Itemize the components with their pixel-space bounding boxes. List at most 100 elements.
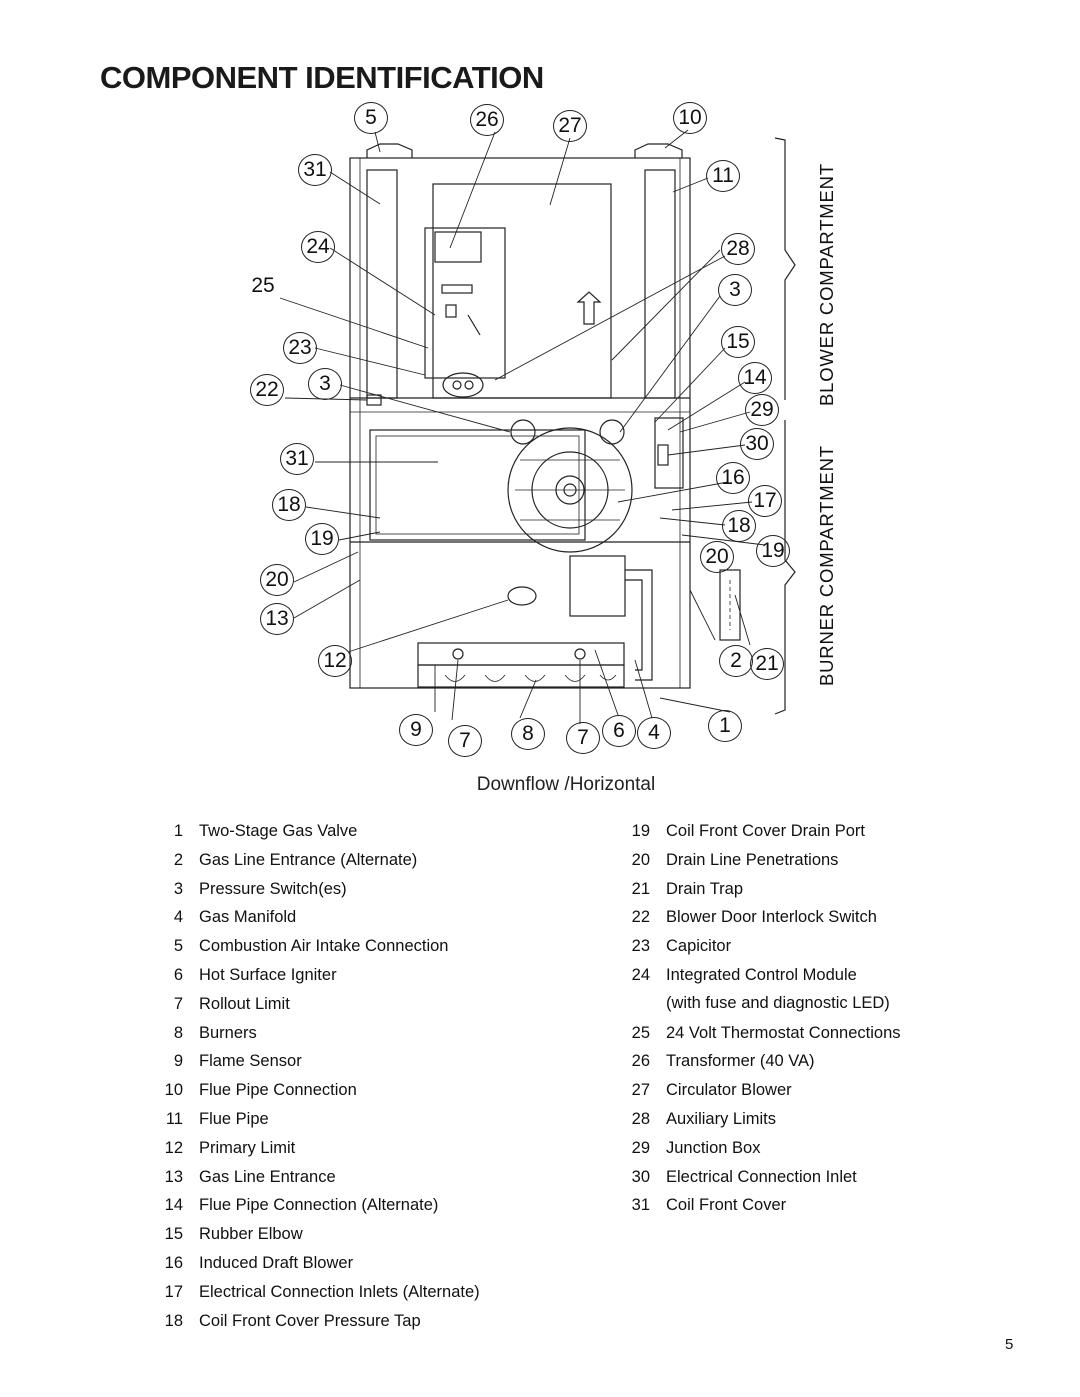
callout-10: 10 — [673, 102, 707, 134]
callout-14: 14 — [738, 362, 772, 394]
left-coil-cover — [366, 169, 398, 399]
page-number: 5 — [1005, 1336, 1014, 1353]
pressure-switch-left — [510, 419, 536, 445]
intake-connection — [366, 143, 413, 158]
control-module — [424, 227, 506, 379]
callout-2: 2 — [719, 645, 753, 677]
blower-bracket — [774, 137, 796, 400]
burners — [417, 664, 625, 688]
callout-30: 30 — [740, 428, 774, 460]
callout-26: 26 — [470, 104, 504, 136]
callout-24: 24 — [301, 231, 335, 263]
callout-29: 29 — [745, 394, 779, 426]
gas-valve — [569, 555, 626, 617]
callout-7: 7 — [448, 725, 482, 757]
furnace-diagram: 5 26 27 10 31 11 24 28 25 3 23 15 3 22 1… — [240, 100, 840, 760]
callout-13: 13 — [260, 603, 294, 635]
callout-1: 1 — [708, 710, 742, 742]
callout-18b: 18 — [722, 510, 756, 542]
callout-11: 11 — [706, 160, 740, 192]
callout-8: 8 — [511, 718, 545, 750]
caption-text: Downflow /Horizontal — [476, 774, 656, 795]
furnace-drawing — [279, 129, 796, 724]
drain-trap — [719, 569, 741, 641]
coil-front-cover — [369, 429, 586, 541]
pressure-switch-right — [599, 419, 625, 445]
diagram-caption: Downflow /Horizontal — [0, 774, 1080, 796]
flue-connection — [634, 143, 683, 158]
callout-20: 20 — [700, 541, 734, 573]
page-title: COMPONENT IDENTIFICATION — [100, 60, 544, 95]
airflow-arrow — [576, 291, 602, 325]
legend-sub-text: (with fuse and diagnostic LED) — [666, 993, 890, 1012]
blower-compartment-label: BLOWER COMPARTMENT — [816, 163, 837, 406]
callout-19: 19 — [305, 523, 339, 555]
callout-12: 12 — [318, 645, 352, 677]
callout-27: 27 — [553, 110, 587, 142]
burner-compartment-label: BURNER COMPARTMENT — [816, 445, 837, 686]
cabinet-outline — [349, 157, 691, 689]
callout-21: 21 — [750, 648, 784, 680]
callout-17: 17 — [748, 485, 782, 517]
callout-15: 15 — [721, 326, 755, 358]
callout-7b: 7 — [566, 722, 600, 754]
callout-31b: 31 — [280, 443, 314, 475]
callout-20b: 20 — [260, 564, 294, 596]
callout-31: 31 — [298, 154, 332, 186]
gas-manifold — [417, 642, 625, 666]
interlock-switch — [366, 394, 382, 406]
gas-pipe — [625, 569, 653, 681]
callout-6: 6 — [602, 715, 636, 747]
callout-9: 9 — [399, 714, 433, 746]
leader-lines — [279, 129, 766, 724]
burner-bracket — [774, 420, 796, 715]
callout-22: 22 — [250, 374, 284, 406]
callout-4: 4 — [637, 717, 671, 749]
callout-28: 28 — [721, 233, 755, 265]
callout-3b: 3 — [308, 368, 342, 400]
callout-19b: 19 — [756, 535, 790, 567]
callout-23: 23 — [283, 332, 317, 364]
primary-limit — [507, 586, 537, 606]
callout-5: 5 — [354, 102, 388, 134]
junction-box — [654, 417, 684, 489]
induced-draft-blower — [507, 427, 633, 553]
callout-25: 25 — [251, 274, 275, 297]
callout-16: 16 — [716, 462, 750, 494]
callout-3: 3 — [718, 274, 752, 306]
capacitor — [442, 372, 484, 398]
callout-18: 18 — [272, 489, 306, 521]
